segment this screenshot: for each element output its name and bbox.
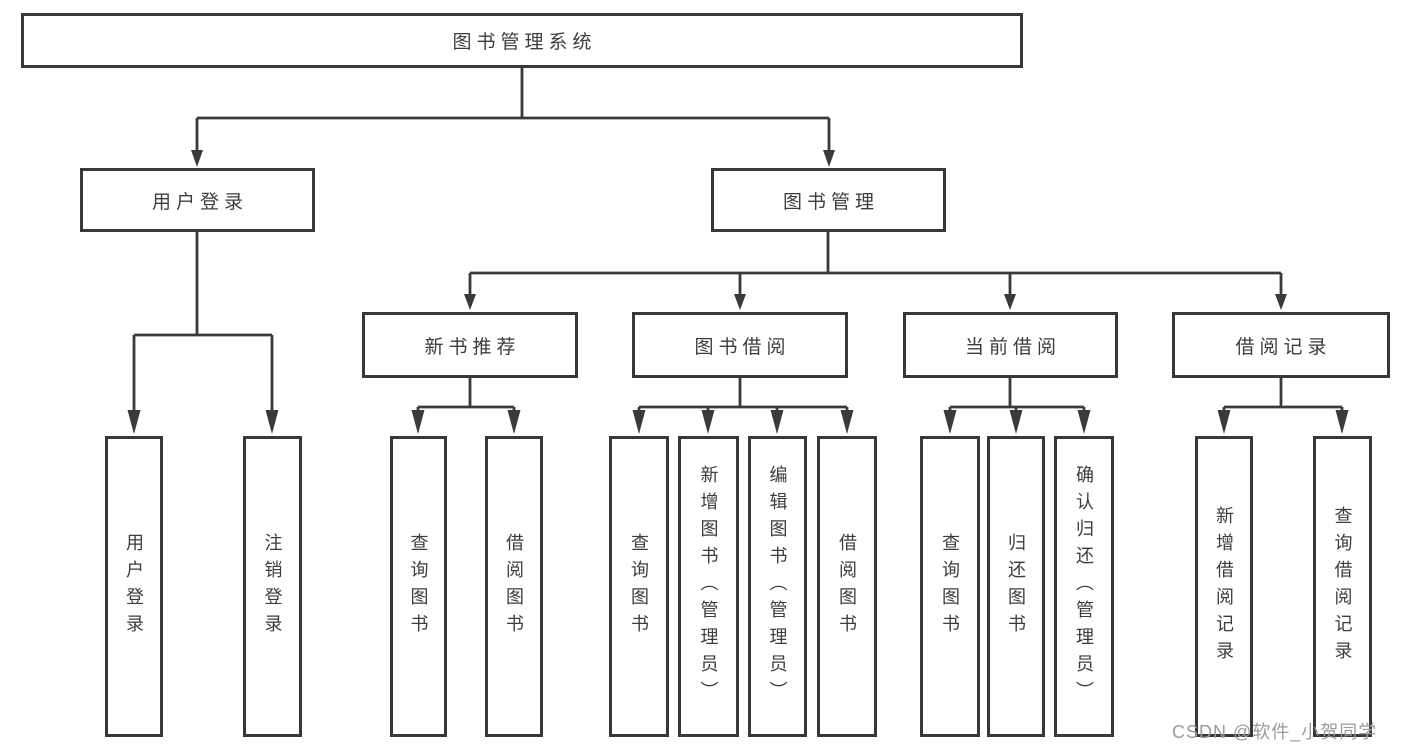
- leaf-add-borrow-record: 新增借阅记录: [1195, 436, 1253, 737]
- node-user-login-label: 用户登录: [151, 191, 248, 213]
- node-book-borrowing-label: 图书借阅: [694, 336, 791, 358]
- leaf-borrow-books-borrowing: 借阅图书: [817, 436, 877, 737]
- node-new-book-recommend-label: 新书推荐: [424, 336, 521, 358]
- leaf-add-borrow-record-label: 新增借阅记录: [1214, 505, 1234, 668]
- leaf-query-borrow-record-label: 查询借阅记录: [1332, 505, 1353, 668]
- leaf-query-books-recommend: 查询图书: [390, 436, 447, 737]
- leaf-query-books-recommend-label: 查询图书: [408, 532, 429, 641]
- csdn-watermark: CSDN @软件_小贺同学: [1172, 722, 1378, 742]
- node-new-book-recommend: 新书推荐: [362, 312, 578, 378]
- leaf-user-login: 用户登录: [105, 436, 163, 737]
- node-book-borrowing: 图书借阅: [632, 312, 848, 378]
- node-borrowing-records: 借阅记录: [1172, 312, 1390, 378]
- leaf-query-books-borrowing: 查询图书: [609, 436, 669, 737]
- node-book-management: 图书管理: [711, 168, 946, 232]
- leaf-edit-book-admin: 编辑图书（管理员）: [748, 436, 807, 737]
- node-current-borrowing: 当前借阅: [903, 312, 1118, 378]
- leaf-return-books: 归还图书: [987, 436, 1045, 737]
- leaf-borrow-books-borrowing-label: 借阅图书: [837, 532, 857, 641]
- leaf-query-books-current: 查询图书: [920, 436, 980, 737]
- leaf-query-borrow-record: 查询借阅记录: [1313, 436, 1372, 737]
- node-user-login: 用户登录: [80, 168, 315, 232]
- node-book-management-label: 图书管理: [782, 191, 879, 213]
- edge-book-borrowing-to-children: [632, 378, 854, 434]
- leaf-return-books-label: 归还图书: [1006, 532, 1026, 641]
- edge-root-to-level2: [191, 68, 835, 167]
- edge-new-book-recommend-to-children: [411, 378, 521, 434]
- leaf-logout: 注销登录: [243, 436, 302, 737]
- edge-borrowing-records-to-children: [1217, 378, 1349, 434]
- edge-book-management-to-level3: [464, 232, 1287, 310]
- leaf-edit-book-admin-label: 编辑图书（管理员）: [767, 465, 788, 708]
- edge-current-borrowing-to-children: [943, 378, 1091, 434]
- leaf-borrow-books-recommend-label: 借阅图书: [504, 532, 524, 641]
- node-root-label: 图书管理系统: [452, 32, 597, 53]
- edge-user-login-to-children: [127, 232, 279, 434]
- node-root: 图书管理系统: [21, 13, 1023, 68]
- node-current-borrowing-label: 当前借阅: [964, 336, 1061, 358]
- leaf-confirm-return-admin: 确认归还（管理员）: [1054, 436, 1114, 737]
- leaf-borrow-books-recommend: 借阅图书: [485, 436, 543, 737]
- leaf-add-book-admin-label: 新增图书（管理员）: [698, 465, 719, 708]
- leaf-add-book-admin: 新增图书（管理员）: [678, 436, 739, 737]
- leaf-logout-label: 注销登录: [262, 532, 283, 641]
- node-borrowing-records-label: 借阅记录: [1235, 336, 1332, 358]
- leaf-query-books-current-label: 查询图书: [940, 532, 960, 641]
- leaf-confirm-return-admin-label: 确认归还（管理员）: [1074, 465, 1094, 708]
- leaf-query-books-borrowing-label: 查询图书: [629, 532, 649, 641]
- leaf-user-login-label: 用户登录: [124, 532, 144, 641]
